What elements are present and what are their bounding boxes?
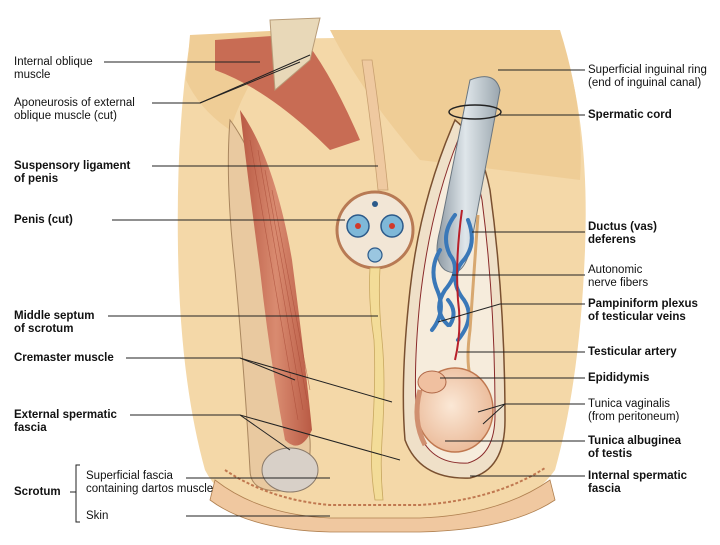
inguinal-ring <box>448 104 502 120</box>
leader-lines <box>70 54 585 523</box>
label-scrotum: Scrotum <box>14 486 61 498</box>
label-skin: Skin <box>86 510 109 522</box>
label-autonomic-nerve-fibers: Autonomic nerve fibers <box>588 264 649 289</box>
label-superficial-fascia: Superficial fascia containing dartos mus… <box>86 470 214 495</box>
suspensory-ligament <box>361 59 389 191</box>
label-tunica-albuginea: Tunica albuginea of testis <box>588 435 682 460</box>
label-aponeurosis: Aponeurosis of external oblique muscle (… <box>14 97 135 122</box>
aponeurosis-strip <box>269 17 321 92</box>
label-middle-septum: Middle septum of scrotum <box>14 310 95 335</box>
testicular-artery <box>454 209 463 361</box>
left-cremaster-muscle <box>240 110 312 446</box>
internal-oblique-muscle <box>215 34 360 150</box>
ductus-deferens <box>466 214 480 376</box>
epididymis-head <box>417 370 447 394</box>
label-penis: Penis (cut) <box>14 214 73 226</box>
pampiniform-plexus <box>430 213 474 342</box>
label-epididymis: Epididymis <box>588 372 650 384</box>
label-testicular-artery: Testicular artery <box>588 346 677 358</box>
label-spermatic-cord: Spermatic cord <box>588 109 672 121</box>
label-pampiniform-plexus: Pampiniform plexus of testicular veins <box>588 298 698 323</box>
middle-septum <box>369 267 385 501</box>
label-internal-oblique: Internal oblique muscle <box>14 56 93 81</box>
label-suspensory-ligament: Suspensory ligament of penis <box>14 160 131 185</box>
epididymis-body <box>414 389 428 447</box>
label-superficial-inguinal-ring: Superficial inguinal ring (end of inguin… <box>588 64 707 89</box>
label-internal-spermatic-fascia: Internal spermatic fascia <box>588 470 688 495</box>
scrotal-skin-bottom <box>209 479 556 533</box>
label-external-spermatic-fascia: External spermatic fascia <box>14 409 117 434</box>
left-testis-bottom <box>261 447 319 493</box>
label-ductus-deferens: Ductus (vas) deferens <box>588 221 658 246</box>
left-muscle-striations <box>249 139 311 421</box>
label-cremaster-muscle: Cremaster muscle <box>14 352 114 364</box>
label-tunica-vaginalis: Tunica vaginalis (from peritoneum) <box>588 398 680 423</box>
upper-fat-right <box>330 30 581 180</box>
dartos-layer <box>224 467 546 506</box>
